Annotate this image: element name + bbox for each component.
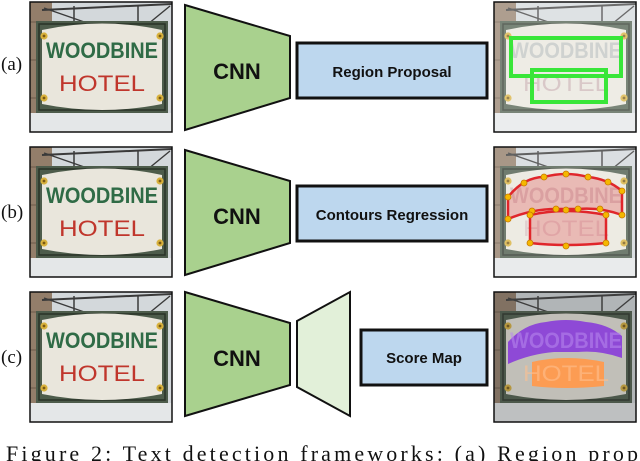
row-c-cnn-label: CNN — [213, 346, 261, 371]
row-a-cnn-label: CNN — [213, 59, 261, 84]
row-a-input-image: WOODBINE HOTEL — [29, 1, 173, 133]
row-b-contour-points — [504, 170, 626, 250]
row-c-input-sign-line1: WOODBINE — [46, 328, 158, 353]
row-a-output-sign-line1: WOODBINE — [510, 38, 622, 63]
row-a-module-label: Region Proposal — [332, 64, 451, 81]
row-a: (a) WOODBINE HOTEL CNN Region Proposal W… — [1, 1, 637, 133]
row-a-input-sign-line1: WOODBINE — [46, 38, 158, 63]
row-c-input-sign-line2: HOTEL — [59, 361, 145, 386]
row-a-input-sign-line2: HOTEL — [59, 71, 145, 96]
row-a-detection-box-hotel — [530, 68, 608, 104]
row-c: (c) WOODBINE HOTEL CNN Score Map WOODBIN… — [1, 290, 637, 423]
row-c-output-sign-line1: WOODBINE — [510, 328, 622, 353]
row-c-module-box — [359, 328, 489, 387]
row-c-label: (c) — [1, 347, 22, 368]
row-b-cnn-label: CNN — [213, 204, 261, 229]
row-c-cnn-trapezoid — [184, 290, 291, 418]
row-b-module-box — [295, 184, 489, 243]
figure-caption: Figure 2: Text detection frameworks: (a)… — [6, 441, 640, 461]
row-a-module-box — [295, 41, 489, 100]
row-b-contour-hotel — [528, 209, 608, 247]
row-a-label: (a) — [1, 54, 22, 75]
row-c-score-region-woodbine — [508, 320, 622, 364]
row-b-input-image: WOODBINE HOTEL — [29, 146, 173, 278]
row-b-module-label: Contours Regression — [316, 207, 469, 224]
row-c-module-label: Score Map — [386, 350, 462, 367]
row-b-cnn-trapezoid — [184, 148, 291, 277]
row-b: (b) WOODBINE HOTEL CNN Contours Regressi… — [1, 146, 637, 278]
row-b-label: (b) — [1, 202, 23, 223]
row-b-output-image: WOODBINE HOTEL — [493, 146, 637, 278]
row-c-output-image: WOODBINE HOTEL — [493, 291, 637, 423]
row-b-output-sign-line1: WOODBINE — [510, 183, 622, 208]
row-c-decoder-trapezoid — [296, 290, 351, 418]
row-c-output-sign-line2: HOTEL — [523, 361, 609, 386]
row-b-output-sign-line2: HOTEL — [523, 216, 609, 241]
row-a-cnn-trapezoid — [184, 3, 291, 132]
row-a-output-image: WOODBINE HOTEL — [493, 1, 637, 133]
row-a-detection-box-woodbine — [509, 36, 623, 78]
row-b-input-sign-line1: WOODBINE — [46, 183, 158, 208]
row-c-score-region-hotel — [532, 358, 604, 388]
row-c-input-image: WOODBINE HOTEL — [29, 291, 173, 423]
row-b-input-sign-line2: HOTEL — [59, 216, 145, 241]
